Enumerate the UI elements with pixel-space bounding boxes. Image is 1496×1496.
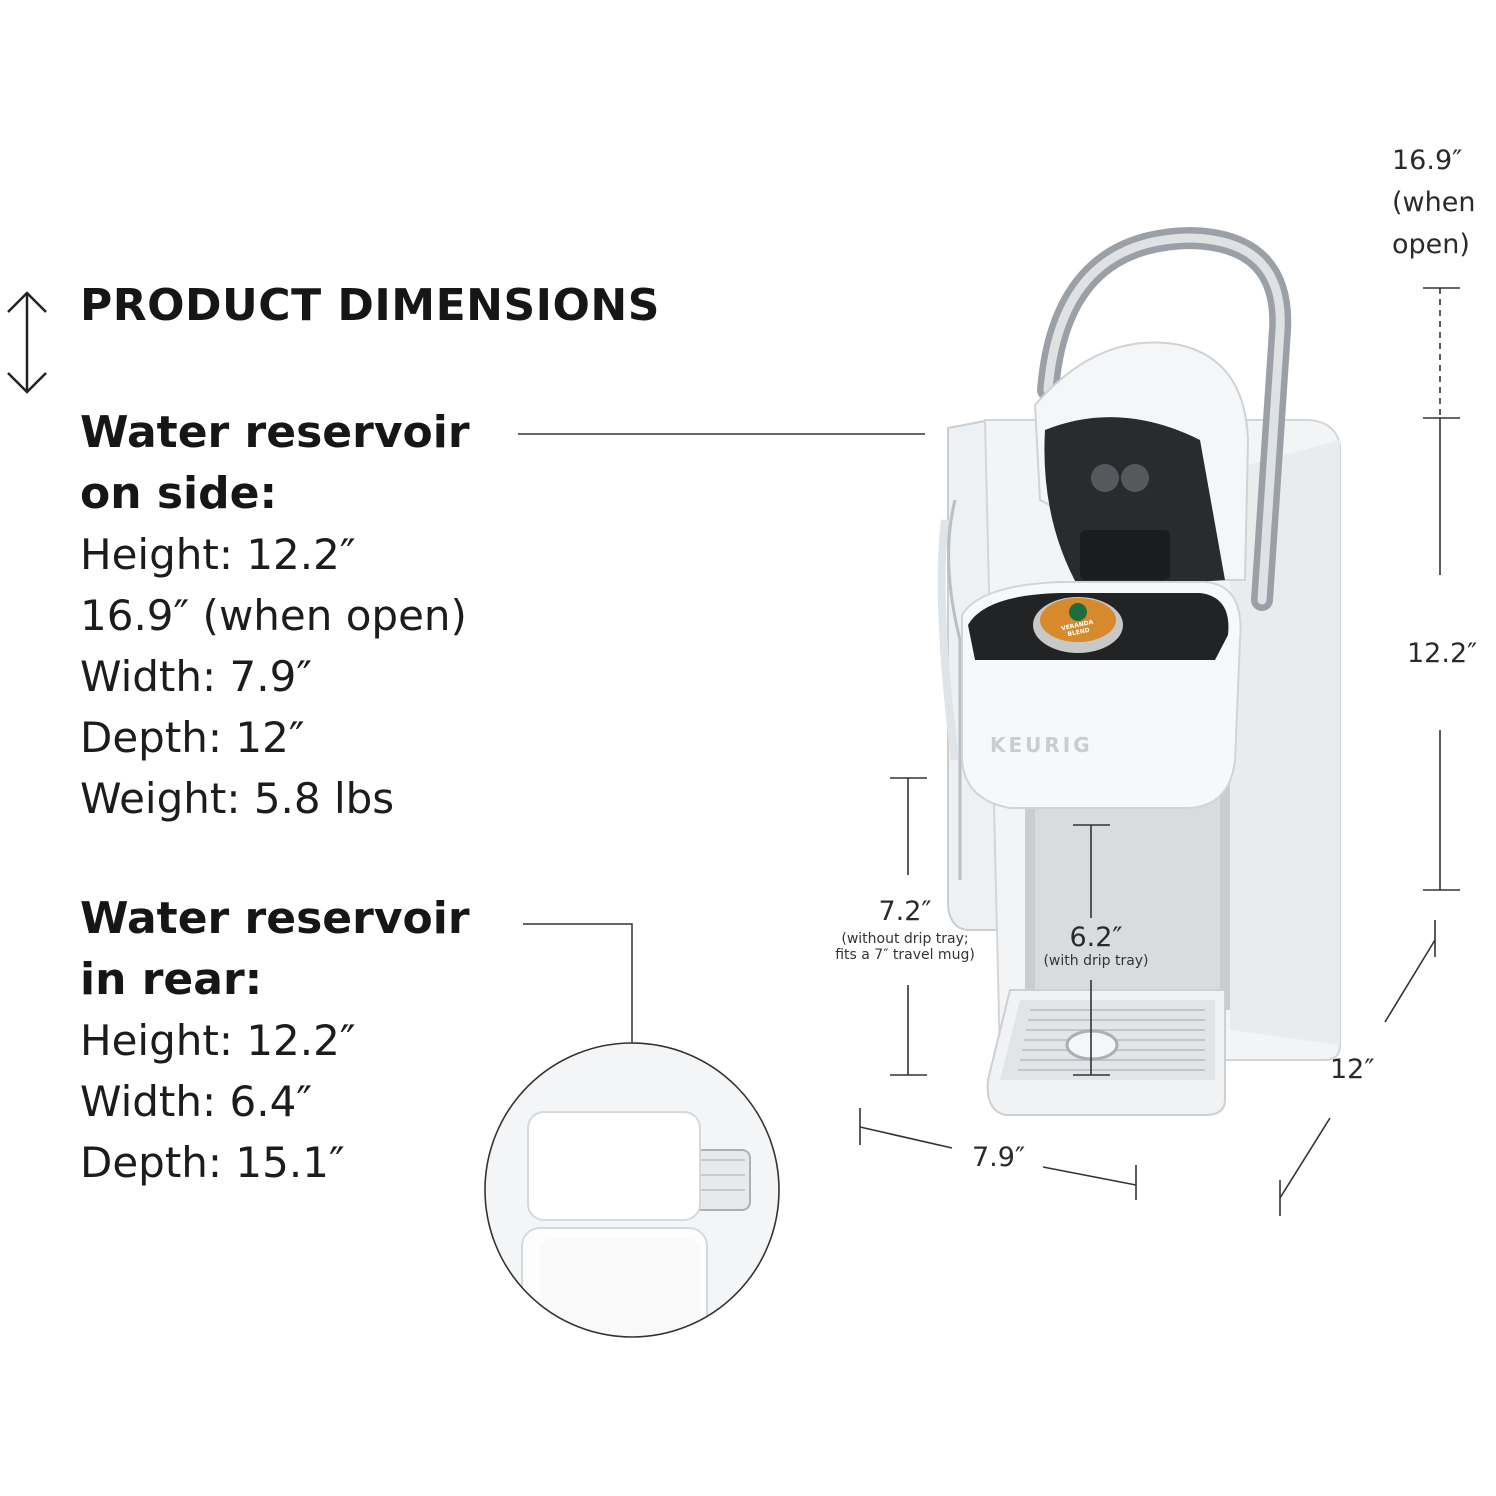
open-height-label: 16.9″ (when open)	[1392, 140, 1475, 266]
side-reservoir-block: Water reservoir on side: Height: 12.2″ 1…	[80, 402, 470, 829]
height-label: 12.2″	[1407, 638, 1478, 669]
tray-note: (with drip tray)	[1043, 953, 1149, 969]
mug-clearance-value: 7.2″	[878, 896, 932, 927]
rear-callout-line	[523, 923, 633, 1062]
side-spec-open-height: 16.9″ (when open)	[80, 591, 467, 640]
up-down-arrow-icon	[7, 291, 47, 394]
rear-heading-line1: Water reservoir	[80, 893, 470, 944]
mug-note-2: fits a 7″ travel mug)	[835, 947, 975, 963]
tray-clearance-label: 6.2″ (with drip tray)	[1030, 922, 1162, 969]
mug-note-1: (without drip tray;	[841, 931, 969, 947]
rear-spec-width: Width: 6.4″	[80, 1077, 313, 1126]
side-spec-height: Height: 12.2″	[80, 530, 356, 579]
dimension-lines	[859, 287, 1460, 1216]
side-heading-line2: on side:	[80, 468, 278, 519]
side-spec-weight: Weight: 5.8 lbs	[80, 774, 395, 823]
depth-label: 12″	[1330, 1054, 1375, 1085]
rear-spec-depth: Depth: 15.1″	[80, 1138, 345, 1187]
rear-reservoir-block: Water reservoir in rear: Height: 12.2″ W…	[80, 888, 470, 1193]
open-height-value: 16.9″	[1392, 145, 1463, 176]
open-height-note-2: open)	[1392, 229, 1470, 260]
side-spec-width: Width: 7.9″	[80, 652, 313, 701]
mug-clearance-label: 7.2″ (without drip tray; fits a 7″ trave…	[810, 896, 1000, 963]
rear-spec-height: Height: 12.2″	[80, 1016, 356, 1065]
width-label: 7.9″	[972, 1142, 1026, 1173]
side-heading-line1: Water reservoir	[80, 407, 470, 458]
brand-logo: KEURIG	[990, 733, 1093, 757]
open-height-note-1: (when	[1392, 187, 1476, 218]
tray-clearance-value: 6.2″	[1069, 922, 1123, 953]
coffee-maker	[937, 226, 1341, 1116]
page-title: PRODUCT DIMENSIONS	[80, 280, 660, 331]
side-spec-depth: Depth: 12″	[80, 713, 305, 762]
rear-heading-line2: in rear:	[80, 954, 263, 1005]
